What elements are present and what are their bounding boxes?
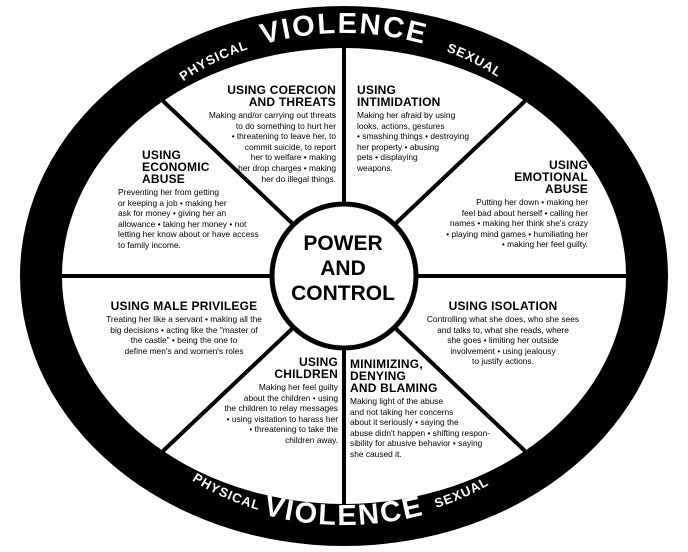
sector-text-line: Putting her down • making her bbox=[476, 197, 588, 207]
sector-title-line: USING ISOLATION bbox=[448, 299, 558, 313]
sector-text-line: feel bad about herself • calling her bbox=[461, 207, 588, 218]
sector-title-line: USING bbox=[357, 83, 397, 97]
sector-text-line: to family income. bbox=[118, 239, 181, 250]
sector-text-line: abuse didn't happen • shifting respon- bbox=[350, 427, 491, 438]
sector-title-line: ECONOMIC bbox=[142, 160, 210, 174]
center-line-3: CONTROL bbox=[291, 282, 395, 305]
sector-text-line: her property • abusing bbox=[357, 141, 440, 152]
sector-text-line: Controlling what she does, who she sees bbox=[426, 314, 580, 324]
spoke-lower-left bbox=[161, 324, 297, 453]
sector-text-line: Making and/or carrying out threats bbox=[208, 110, 336, 120]
sector-title-line: USING bbox=[142, 148, 182, 162]
sector-text-line: allowance • taking her money • not bbox=[118, 218, 247, 229]
sector-title-line: MINIMIZING, bbox=[350, 357, 423, 371]
spoke-upper-left bbox=[161, 99, 297, 228]
sector-title-line: AND BLAMING bbox=[350, 381, 438, 395]
sector-title-line: USING bbox=[548, 158, 588, 172]
sector-title-line: CHILDREN bbox=[274, 367, 338, 381]
sector-title: USING MALE PRIVILEGE bbox=[92, 300, 276, 312]
center-line-1: POWER bbox=[303, 232, 383, 255]
sector-text-line: her do illegal things. bbox=[261, 173, 337, 184]
sector-title-line: USING COERCION bbox=[227, 83, 336, 97]
sector-text-line: • smashing things • destroying bbox=[357, 131, 470, 142]
sector-text-line: • making her feel guilty. bbox=[501, 239, 588, 250]
sector-title-line: EMOTIONAL bbox=[514, 170, 588, 184]
sector-text-line: and talks to, what she reads, where bbox=[437, 324, 569, 335]
sector-title-line: USING MALE PRIVILEGE bbox=[110, 299, 258, 313]
sector-text-line: weapons. bbox=[357, 162, 393, 173]
sector-text-line: her drop charges • making bbox=[238, 162, 336, 173]
sector-text-line: her to welfare • making bbox=[250, 152, 336, 163]
sector-text-line: the castle" • being the one to bbox=[130, 335, 238, 346]
sector-text-line: • threatening to take the bbox=[249, 424, 338, 435]
sector-title-line: ABUSE bbox=[544, 182, 588, 196]
sector-text-line: to do something to hurt her bbox=[235, 120, 336, 131]
sector-text-line: about it seriously • saying the bbox=[350, 417, 459, 428]
sector-text-line: the children to relay messages bbox=[224, 403, 338, 414]
sector-title-line: USING bbox=[298, 355, 338, 369]
sector-text-line: she caused it. bbox=[350, 448, 402, 459]
center-label: POWER AND CONTROL bbox=[270, 231, 416, 306]
sector-text-line: letting her know about or have access bbox=[118, 229, 259, 240]
sector-text-line: names • making her think she's crazy bbox=[449, 218, 588, 229]
sector-description: Treating her like a servant • making all… bbox=[92, 314, 276, 356]
sector-text-line: Preventing her from getting bbox=[118, 187, 220, 197]
sector-text-line: Making her feel guilty bbox=[258, 382, 338, 392]
sector-text-line: about the children • using bbox=[243, 392, 338, 403]
sector-isolation: USING ISOLATION Controlling what she doe… bbox=[412, 300, 594, 367]
sector-text-line: Treating her like a servant • making all… bbox=[106, 314, 262, 324]
center-line-2: AND bbox=[320, 257, 366, 280]
sector-text-line: • threatening to leave her, to bbox=[231, 131, 336, 142]
sector-male-privilege: USING MALE PRIVILEGE Treating her like a… bbox=[92, 300, 276, 356]
sector-text-line: big decisions • acting like the "master … bbox=[110, 324, 258, 335]
sector-text-line: or keeping a job • making her bbox=[118, 197, 227, 208]
sector-text-line: involvement • using jealousy bbox=[450, 345, 556, 356]
sector-text-line: • using visitation to harass her bbox=[226, 413, 338, 424]
sector-text-line: sibility for abusive behavior • saying bbox=[350, 438, 483, 449]
sector-text-line: looks, actions, gestures bbox=[357, 120, 445, 131]
sector-title-line: ABUSE bbox=[142, 172, 186, 186]
sector-text-line: she goes • limiting her outside bbox=[447, 335, 559, 346]
sector-text-line: ask for money • giving her an bbox=[118, 208, 227, 219]
sector-text-line: • playing mind games • humiliating her bbox=[446, 228, 588, 239]
sector-title-line: INTIMIDATION bbox=[357, 95, 441, 109]
sector-title-line: AND THREATS bbox=[248, 95, 336, 109]
sector-text-line: Making light of the abuse bbox=[350, 396, 444, 406]
center-hub bbox=[269, 201, 419, 351]
sector-text-line: commit suicide, to report bbox=[244, 141, 336, 152]
sector-text-line: and not taking her concerns bbox=[350, 406, 454, 417]
sector-title-line: DENYING bbox=[350, 369, 407, 383]
sector-text-line: to justify actions. bbox=[472, 356, 534, 367]
sector-text-line: define men's and women's roles bbox=[124, 345, 244, 356]
sector-text-line: pets • displaying bbox=[357, 152, 418, 163]
spoke-upper-right bbox=[391, 99, 527, 228]
spoke-lower-right bbox=[391, 324, 527, 453]
sector-text-line: Making her afraid by using bbox=[357, 110, 456, 120]
sector-title: USING ISOLATION bbox=[412, 300, 594, 312]
spokes bbox=[62, 48, 626, 504]
sector-text-line: children away. bbox=[285, 434, 338, 445]
